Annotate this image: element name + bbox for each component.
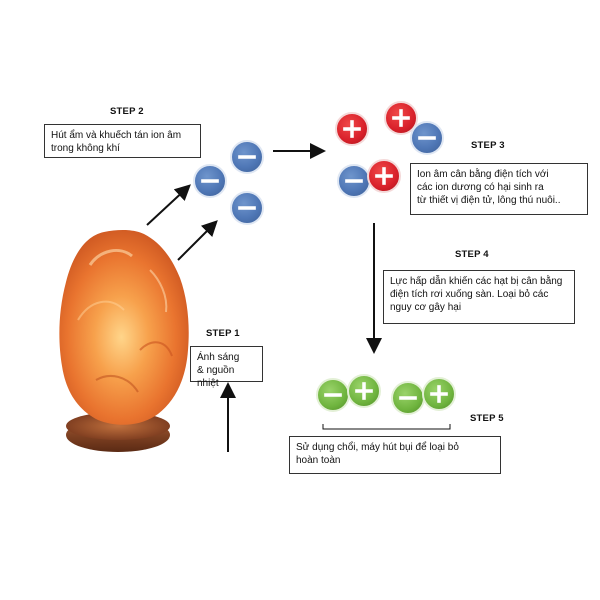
neutralized-positive-ion [347,374,381,408]
negative-ion [193,164,227,198]
negative-ion [337,164,371,198]
step2-text-line2: trong không khí [51,143,120,154]
positive-ion [384,101,418,135]
step5-bracket [322,424,451,430]
step3-label: STEP 3 [471,140,505,151]
step3-text-line2: các ion dương có hại sinh ra [417,182,544,193]
step4-text-line1: Lực hấp dẫn khiến các hạt bị cân bằng [390,276,563,287]
neutralized-positive-ion [422,377,456,411]
step2-description: Hút ẩm và khuếch tán ion âm trong không … [44,124,201,158]
neutralized-negative-ion [391,381,425,415]
step5-text-line2: hoàn toàn [296,455,341,466]
arrow-lamp-to-ions-1 [146,184,191,226]
step2-text-line1: Hút ẩm và khuếch tán ion âm [51,130,182,141]
positive-ion [367,159,401,193]
step1-text-line1: Ánh sáng [197,352,240,363]
arrow-lamp-to-ions-2 [177,220,218,261]
step3-description: Ion âm cân bằng điện tích với các ion dư… [410,163,588,215]
step1-label: STEP 1 [206,328,240,339]
step3-text-line3: từ thiết vị điện tử, lông thú nuôi.. [417,195,561,206]
negative-ion [230,191,264,225]
negative-ion [410,121,444,155]
step4-description: Lực hấp dẫn khiến các hạt bị cân bằng đi… [383,270,575,324]
positive-ion [335,112,369,146]
step2-label: STEP 2 [110,106,144,117]
step3-text-line1: Ion âm cân bằng điện tích với [417,169,549,180]
neutralized-negative-ion [316,378,350,412]
step5-text-line1: Sử dụng chổi, máy hút bụi để loại bỏ [296,442,459,453]
step1-description: Ánh sáng & nguồn nhiệt [190,346,263,389]
step1-text-line2: & nguồn nhiệt [197,365,235,389]
step4-text-line3: nguy cơ gây hại [390,302,462,313]
negative-ion [230,140,264,174]
step4-label: STEP 4 [455,249,489,260]
step5-description: Sử dụng chổi, máy hút bụi để loại bỏ hoà… [289,436,501,474]
step4-text-line2: điện tích rơi xuống sàn. Loại bỏ các [390,289,549,300]
step5-label: STEP 5 [470,413,504,424]
